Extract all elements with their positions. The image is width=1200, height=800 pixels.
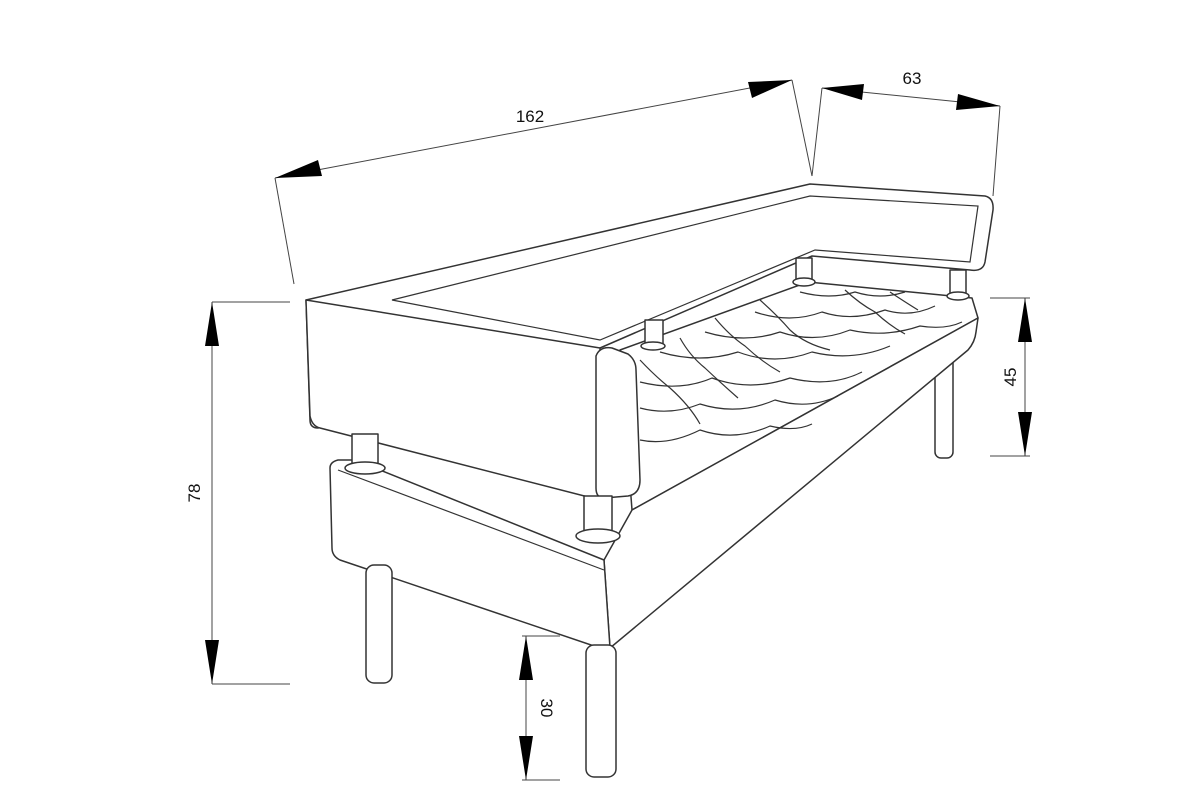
front-left-leg bbox=[365, 564, 393, 684]
leg-height-label: 30 bbox=[537, 699, 556, 718]
post-middle bbox=[644, 319, 664, 345]
dimension-total-height: 78 bbox=[185, 301, 290, 685]
length-label: 162 bbox=[516, 107, 544, 126]
depth-arrow-right bbox=[956, 94, 1000, 110]
total-height-label: 78 bbox=[185, 484, 204, 503]
height-arrow-top bbox=[205, 302, 219, 346]
seat-right-side bbox=[603, 317, 979, 649]
seat-height-arrow-bottom bbox=[1018, 412, 1032, 456]
length-arrow-left bbox=[275, 160, 322, 178]
seat-height-arrow-top bbox=[1018, 298, 1032, 342]
backrest-front bbox=[305, 299, 601, 501]
depth-arrow-left bbox=[822, 84, 864, 100]
dimension-leg-height: 30 bbox=[519, 635, 560, 781]
backrest-panel bbox=[391, 195, 979, 341]
dimension-seat-height: 45 bbox=[990, 297, 1032, 457]
front-right-leg bbox=[585, 644, 617, 778]
support-posts bbox=[344, 257, 970, 544]
armrest bbox=[595, 346, 641, 499]
leg-height-arrow-bottom bbox=[519, 736, 533, 780]
height-arrow-bottom bbox=[205, 640, 219, 684]
seat-height-label: 45 bbox=[1001, 368, 1020, 387]
tufting bbox=[639, 289, 963, 443]
dimension-depth: 63 bbox=[811, 69, 1001, 197]
sofa bbox=[305, 183, 994, 778]
post-rear bbox=[795, 257, 813, 281]
depth-label: 63 bbox=[903, 69, 922, 88]
length-arrow-right bbox=[748, 80, 792, 98]
dimension-length: 162 bbox=[274, 79, 813, 285]
leg-height-arrow-top bbox=[519, 636, 533, 680]
